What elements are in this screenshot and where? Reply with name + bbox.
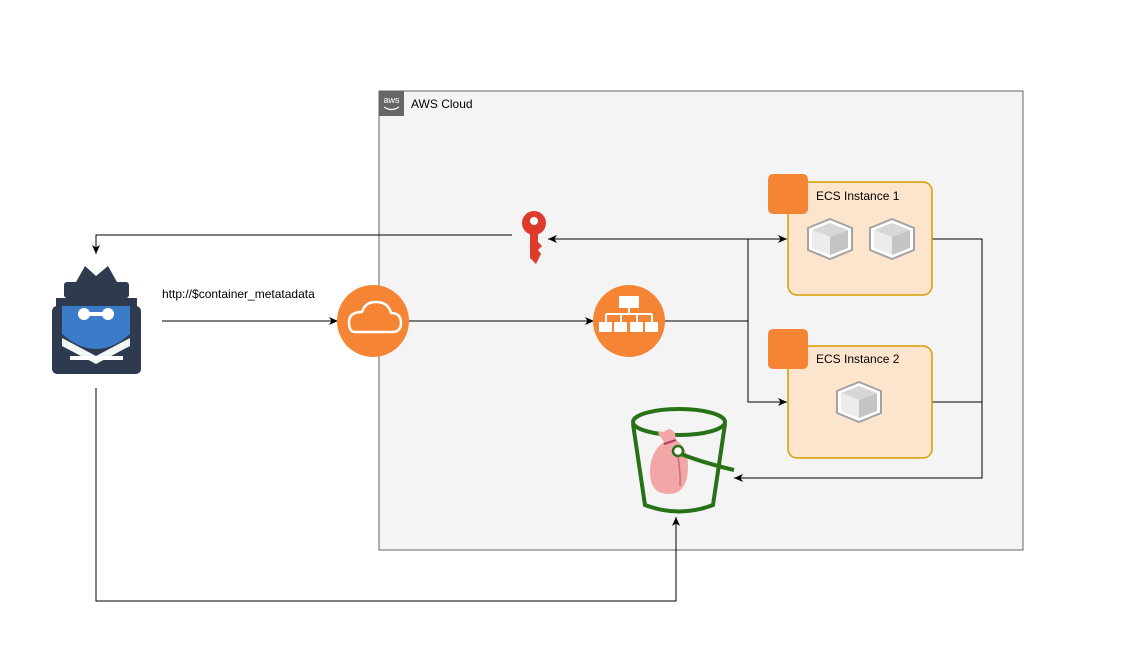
ecs-icon [768,329,808,369]
edge-lb-to-ecs1 [665,235,787,322]
api-gateway-icon[interactable] [337,285,409,357]
edge-lb-to-ecs2 [747,321,787,406]
aws-logo-text: aws [383,95,400,105]
ecs-instance-2[interactable]: ECS Instance 2 [768,329,933,459]
edge-ecs1-to-bucket [734,238,983,482]
container-icon [807,217,853,261]
container-icon [836,380,882,424]
hacker-icon[interactable] [52,266,141,374]
ecs-icon [768,174,808,214]
edge-key-to-hacker [92,234,512,254]
edge-hacker-to-bucket [95,388,680,602]
request-url-label: http://$container_metatadata [162,287,315,301]
ecs-instance-2-label: ECS Instance 2 [816,352,900,366]
aws-logo-icon: aws [379,91,404,116]
aws-cloud-label: AWS Cloud [411,97,473,111]
ecs-instance-1[interactable]: ECS Instance 1 [768,174,933,296]
ecs-instance-1-label: ECS Instance 1 [816,189,900,203]
s3-bucket-icon[interactable] [631,407,735,514]
connectors [92,234,983,602]
load-balancer-icon[interactable] [593,285,665,357]
container-icon [869,217,915,261]
key-icon[interactable] [522,211,546,264]
